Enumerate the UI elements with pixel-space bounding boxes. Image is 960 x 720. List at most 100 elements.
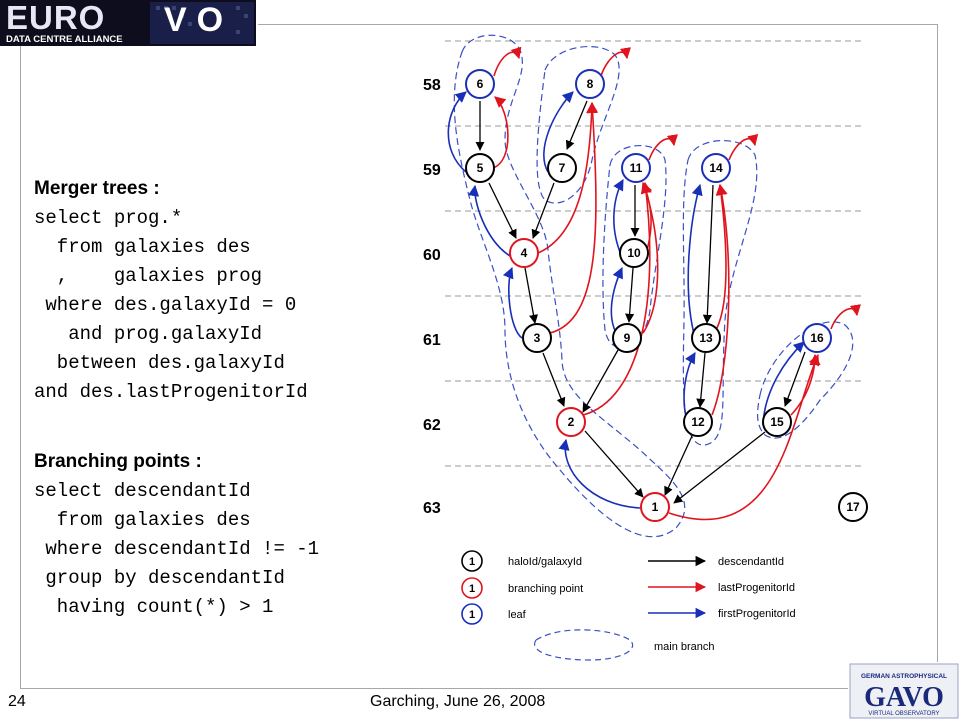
code-line: select descendantId: [34, 480, 251, 502]
snapshot-label: 58: [423, 77, 441, 94]
diagram-legend: 1 haloId/galaxyId 1 branching point 1 le…: [461, 550, 796, 661]
node-circle: [621, 153, 651, 183]
legend-last-progenitor-label: lastProgenitorId: [718, 582, 795, 594]
node-circle: [612, 323, 642, 353]
code-line: group by descendantId: [34, 567, 285, 589]
node-circle: [547, 153, 577, 183]
tree-node-4: 4: [509, 238, 539, 268]
node-label: 15: [770, 415, 784, 429]
code-line: between des.galaxyId: [34, 352, 285, 374]
node-label: 17: [846, 500, 860, 514]
tree-node-6: 6: [465, 69, 495, 99]
logo-euro-text: EURO: [6, 0, 105, 36]
code-line: and prog.galaxyId: [34, 323, 263, 345]
node-circle: [701, 153, 731, 183]
tree-node-15: 15: [762, 407, 792, 437]
node-circle: [762, 407, 792, 437]
last-progenitor-edges: [492, 46, 861, 521]
descendant-edges: [475, 100, 806, 504]
legend-leaf-label: leaf: [508, 609, 527, 621]
node-circle: [556, 407, 586, 437]
node-label: 5: [477, 161, 484, 175]
legend-halo-label: haloId/galaxyId: [508, 556, 582, 568]
code-line: select prog.*: [34, 207, 183, 229]
snapshot-labels: 58 59 60 61 62 63: [423, 77, 441, 517]
node-label: 13: [699, 331, 713, 345]
tree-node-17: 17: [838, 492, 868, 522]
frame-right-line: [937, 24, 938, 688]
branching-points-block: Branching points : select descendantId f…: [34, 451, 319, 622]
code-line: having count(*) > 1: [34, 596, 274, 618]
page-number: 24: [8, 693, 26, 710]
node-label: 2: [568, 415, 575, 429]
legend-first-progenitor-label: firstProgenitorId: [718, 608, 796, 620]
code-line: , galaxies prog: [34, 265, 263, 287]
node-label: 9: [624, 331, 631, 345]
node-label: 4: [521, 246, 528, 260]
node-circle: [802, 323, 832, 353]
legend-branching-label: branching point: [508, 583, 583, 595]
legend-descendant-label: descendantId: [718, 556, 784, 568]
snapshot-label: 62: [423, 417, 441, 434]
snapshot-label: 59: [423, 162, 441, 179]
code-line: from galaxies des: [34, 509, 251, 531]
tree-node-8: 8: [575, 69, 605, 99]
merger-trees-block: Merger trees : select prog.* from galaxi…: [34, 178, 308, 407]
main-branch-outline: [602, 145, 667, 348]
tree-node-3: 3: [522, 323, 552, 353]
node-circle: [619, 238, 649, 268]
tree-node-16: 16: [802, 323, 832, 353]
legend-main-branch-outline: [534, 629, 634, 661]
legend-halo-number: 1: [469, 556, 475, 568]
gavo-top-text: GERMAN ASTROPHYSICAL: [861, 673, 947, 680]
branching-points-heading: Branching points :: [34, 451, 202, 472]
code-line: where des.galaxyId = 0: [34, 294, 297, 316]
code-line: from galaxies des: [34, 236, 251, 258]
node-circle: [522, 323, 552, 353]
logo-grid-pattern: [156, 6, 248, 34]
node-label: 3: [534, 331, 541, 345]
node-circle: [509, 238, 539, 268]
main-branch-outline: [536, 46, 620, 204]
snapshot-gridlines: [445, 40, 865, 467]
tree-node-9: 9: [612, 323, 642, 353]
node-circle: [465, 153, 495, 183]
footer-text: Garching, June 26, 2008: [370, 693, 546, 710]
main-branch-outlines: [453, 34, 854, 538]
snapshot-label: 61: [423, 332, 441, 349]
tree-node-14: 14: [701, 153, 731, 183]
main-branch-outline: [682, 140, 758, 446]
main-branch-outline: [453, 34, 686, 538]
node-label: 12: [691, 415, 705, 429]
node-label: 8: [587, 77, 594, 91]
merger-tree-diagram: 58 59 60 61 62 63: [423, 34, 868, 661]
snapshot-label: 63: [423, 500, 441, 517]
node-circle: [575, 69, 605, 99]
node-circle: [640, 492, 670, 522]
legend-leaf-item: 1 leaf: [461, 603, 527, 625]
frame-top-line: [258, 24, 938, 25]
first-progenitor-edges: [447, 91, 805, 509]
legend-halo-item: 1 haloId/galaxyId: [461, 550, 582, 572]
node-label: 1: [652, 500, 659, 514]
legend-branching-number: 1: [469, 583, 475, 595]
node-label: 7: [559, 161, 566, 175]
node-label: 14: [709, 161, 723, 175]
node-circle: [465, 69, 495, 99]
code-line: where descendantId != -1: [34, 538, 320, 560]
euro-vo-logo: EURO VO DATA CENTRE ALLIANCE: [0, 0, 256, 46]
node-circle: [838, 492, 868, 522]
tree-node-7: 7: [547, 153, 577, 183]
tree-node-2: 2: [556, 407, 586, 437]
node-label: 6: [477, 77, 484, 91]
gavo-logo: GERMAN ASTROPHYSICAL GAVO VIRTUAL OBSERV…: [848, 662, 960, 720]
node-label: 16: [810, 331, 824, 345]
snapshot-label: 60: [423, 247, 441, 264]
merger-trees-heading: Merger trees :: [34, 178, 160, 199]
node-label: 10: [627, 246, 641, 260]
tree-node-10: 10: [619, 238, 649, 268]
code-line: and des.lastProgenitorId: [34, 381, 308, 403]
tree-node-5: 5: [465, 153, 495, 183]
logo-subtitle: DATA CENTRE ALLIANCE: [6, 34, 123, 45]
